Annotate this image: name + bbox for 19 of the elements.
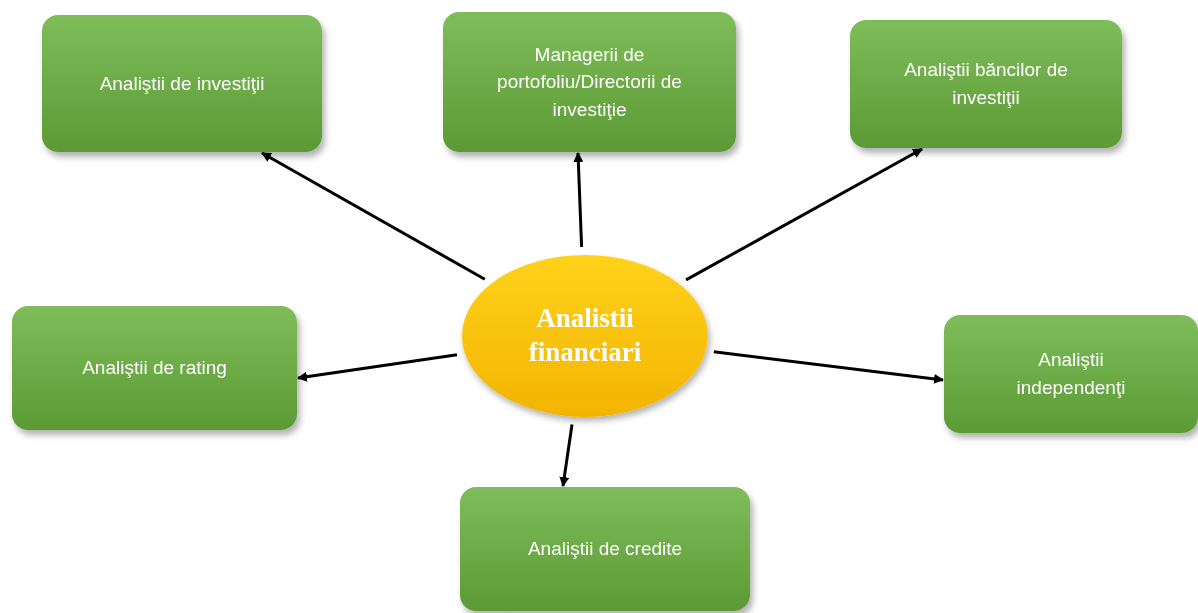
node-label: Analiştii de credite xyxy=(527,537,683,562)
arrow xyxy=(573,152,584,248)
node-label: Analiştii independenţi xyxy=(1015,348,1127,400)
role-box xyxy=(42,15,322,152)
arrow xyxy=(559,424,574,487)
role-box xyxy=(460,487,750,611)
node-label: Analiştii de rating xyxy=(82,356,227,381)
arrow xyxy=(713,350,944,384)
role-box xyxy=(850,20,1122,148)
role-box xyxy=(12,306,297,430)
node-label: Analiştii de investiţii xyxy=(99,71,265,96)
arrow xyxy=(261,151,486,281)
arrow xyxy=(297,353,458,382)
node-title: Analistii financiari xyxy=(527,302,643,369)
arrow xyxy=(685,147,923,282)
node-label: Managerii de portofoliu/Directorii de investiţie xyxy=(496,42,683,122)
role-box xyxy=(443,12,736,152)
role-box xyxy=(944,315,1198,433)
node-label: Analiştii băncilor de investiţii xyxy=(903,58,1069,110)
